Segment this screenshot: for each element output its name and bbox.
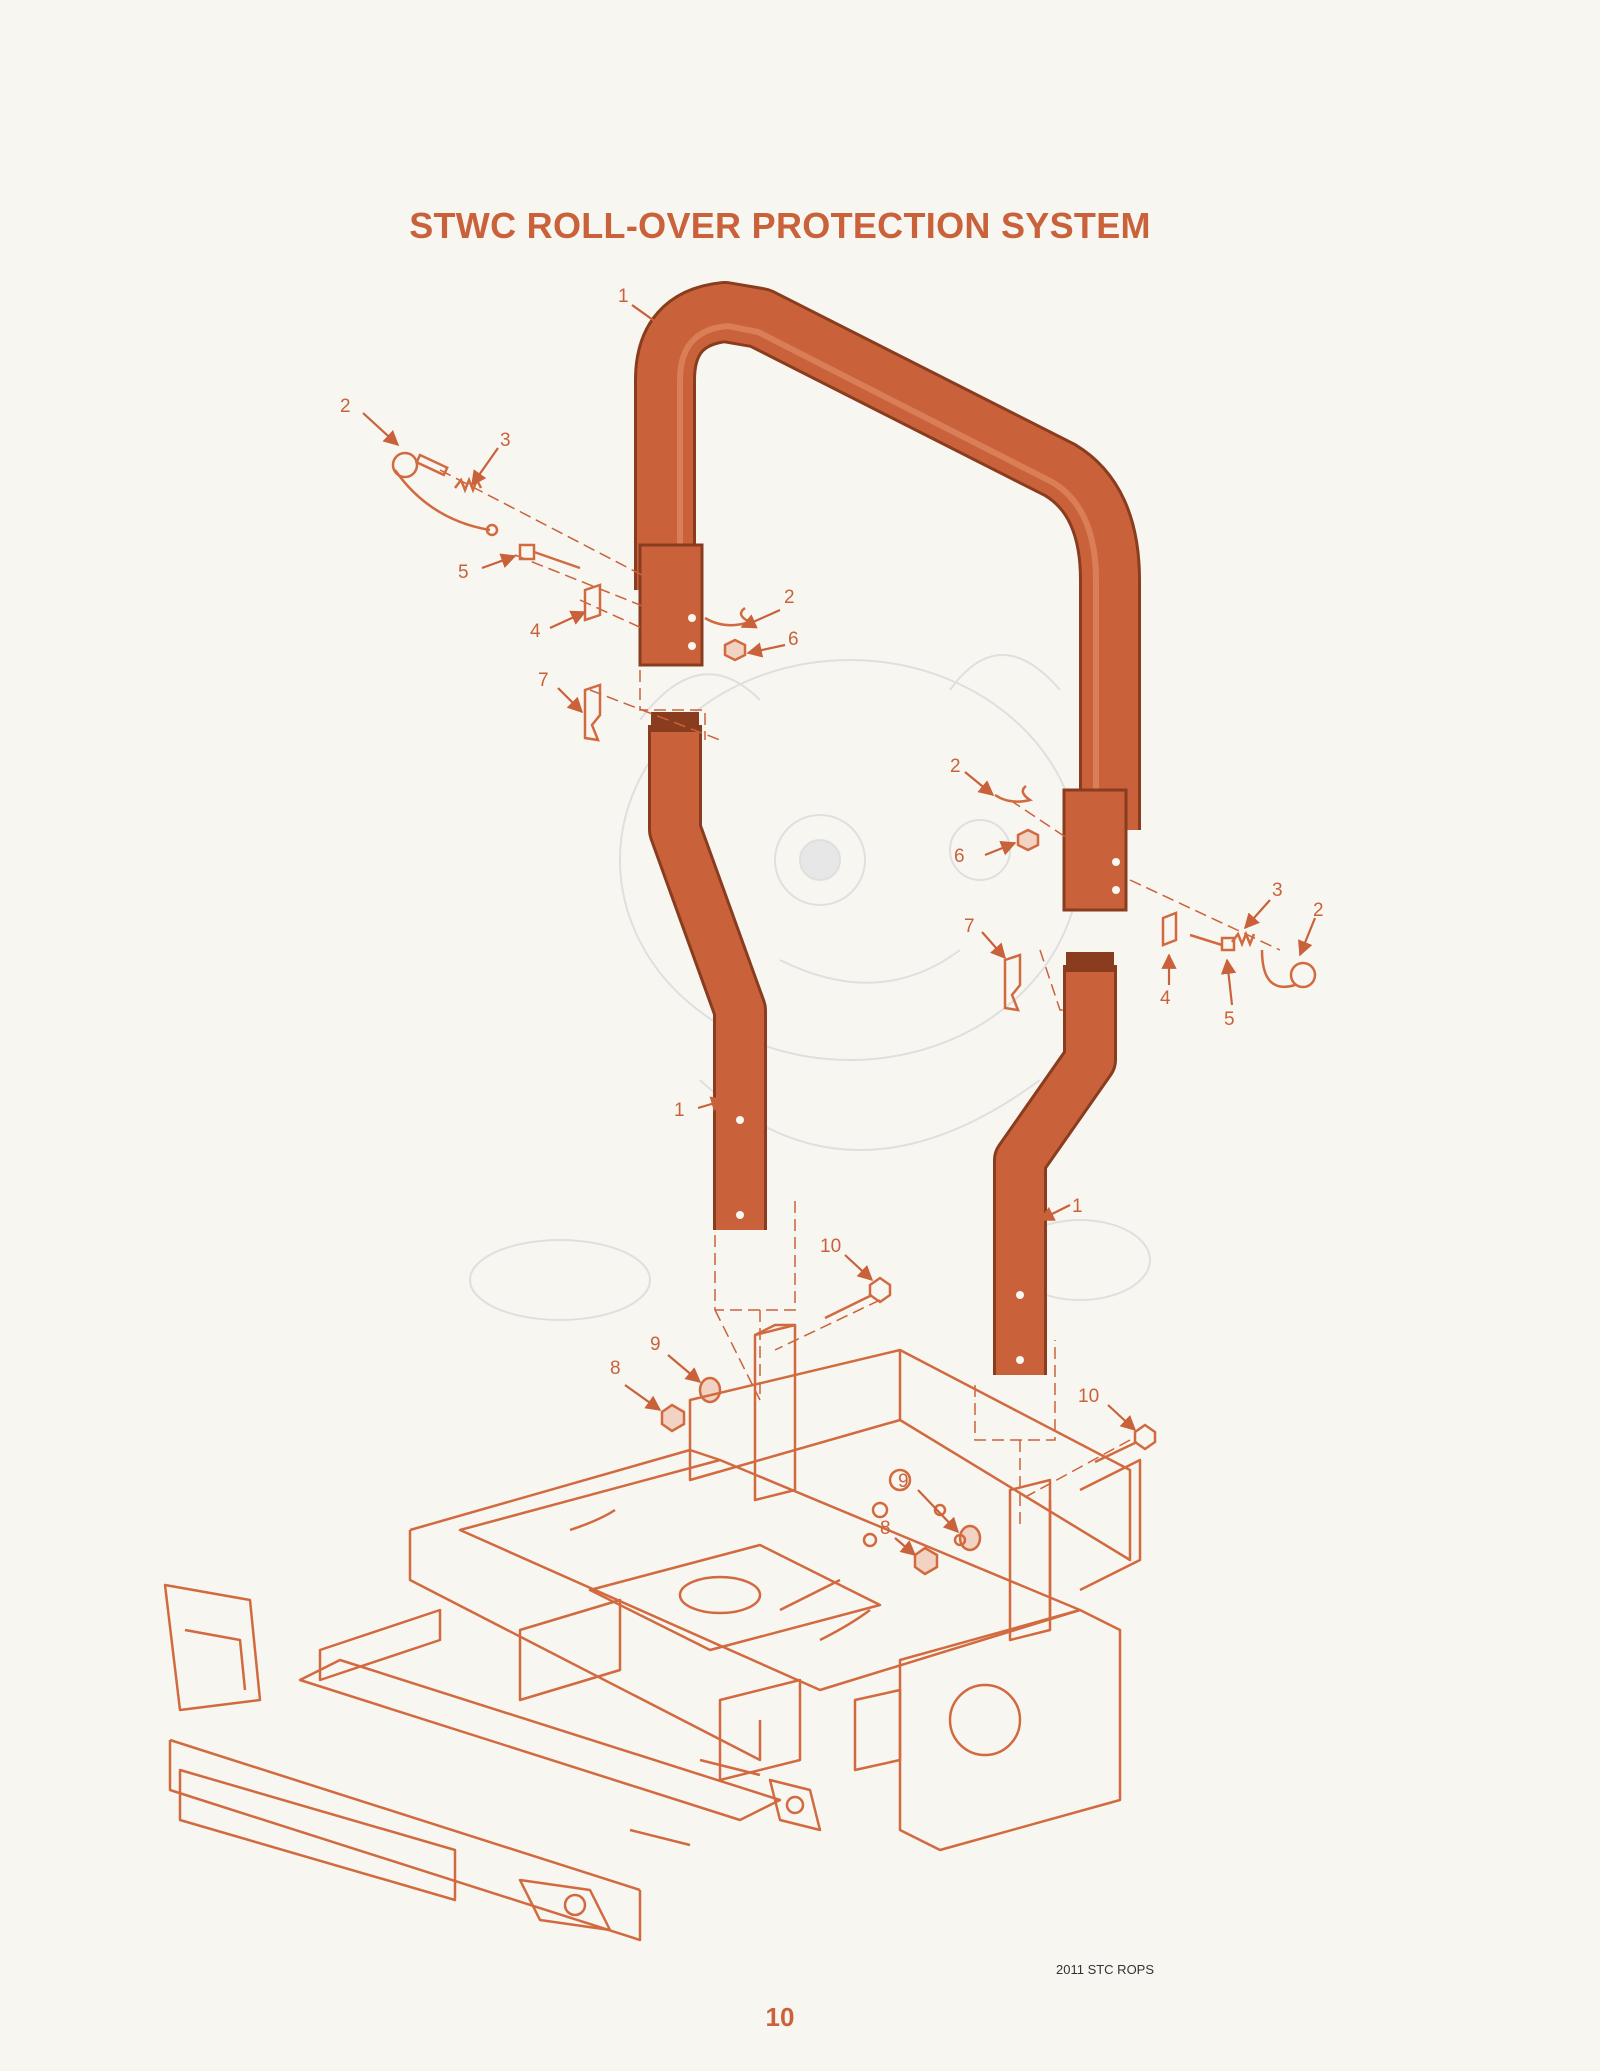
washer-left <box>698 1376 722 1404</box>
bolt-right <box>1094 1423 1157 1464</box>
lanyard-pin-right <box>1260 949 1317 989</box>
callout-roll-bar-upper: 1 <box>618 286 629 307</box>
locknut-right <box>913 1546 939 1576</box>
roll-bar-upper-hoop <box>634 281 1141 830</box>
latch-right <box>1003 953 1022 1012</box>
callout-bolt-right: 10 <box>1078 1386 1099 1407</box>
callout-spring-right: 3 <box>1272 880 1283 901</box>
callout-latch-right: 7 <box>964 916 975 937</box>
callout-washer-right: 9 <box>898 1471 909 1492</box>
bracket-right <box>1161 911 1178 947</box>
hair-pin-mid-left <box>704 606 754 627</box>
locknut-left <box>660 1403 686 1433</box>
lanyard-pin-upper-left <box>391 451 499 537</box>
lower-tube-left <box>648 712 767 1230</box>
bracket-upper-left <box>583 583 602 622</box>
callout-pin-upper-left: 5 <box>458 562 469 583</box>
page-title: STWC ROLL-OVER PROTECTION SYSTEM <box>409 205 1151 246</box>
mower-chassis-frame <box>163 1323 1142 1942</box>
callout-pin-right: 5 <box>1224 1009 1235 1030</box>
callout-lower-tube-right: 1 <box>1072 1196 1083 1217</box>
pin-right <box>1189 933 1236 952</box>
drawing-reference-code: 2011 STC ROPS <box>1056 1962 1155 1977</box>
latch-left <box>583 683 602 742</box>
callout-washer-left: 9 <box>650 1334 661 1355</box>
hair-pin-right <box>994 785 1034 803</box>
callout-arrows <box>362 304 1317 1556</box>
callout-bracket-upper-left: 4 <box>530 621 541 642</box>
assembly-guide-lines <box>439 469 1281 1530</box>
watermark-mascot-image <box>469 654 1151 1321</box>
callout-lower-tube-left: 1 <box>674 1100 685 1121</box>
callout-nut-mid-left: 6 <box>788 629 799 650</box>
callout-spring-upper-left: 3 <box>500 430 511 451</box>
callout-lanyard-pin-right: 2 <box>1313 900 1324 921</box>
nut-mid-left <box>723 638 747 662</box>
lower-tube-right <box>993 952 1117 1375</box>
bolt-left <box>824 1276 892 1320</box>
pin-upper-left <box>518 543 581 570</box>
nut-right <box>1016 828 1040 852</box>
page-number: 10 <box>765 2002 795 2032</box>
callout-nut-right: 6 <box>954 846 965 867</box>
washer-right <box>958 1524 982 1552</box>
callout-locknut-left: 8 <box>610 1358 621 1379</box>
callout-hair-pin-upper-left: 2 <box>340 396 351 417</box>
callout-latch-left: 7 <box>538 670 549 691</box>
spring-right <box>1231 930 1256 948</box>
callout-bolt-left: 10 <box>820 1236 841 1257</box>
callout-bracket-right: 4 <box>1160 988 1171 1009</box>
callout-hair-pin-mid-left: 2 <box>784 587 795 608</box>
callout-hair-pin-right: 2 <box>950 756 961 777</box>
callout-locknut-right: 8 <box>880 1518 891 1539</box>
